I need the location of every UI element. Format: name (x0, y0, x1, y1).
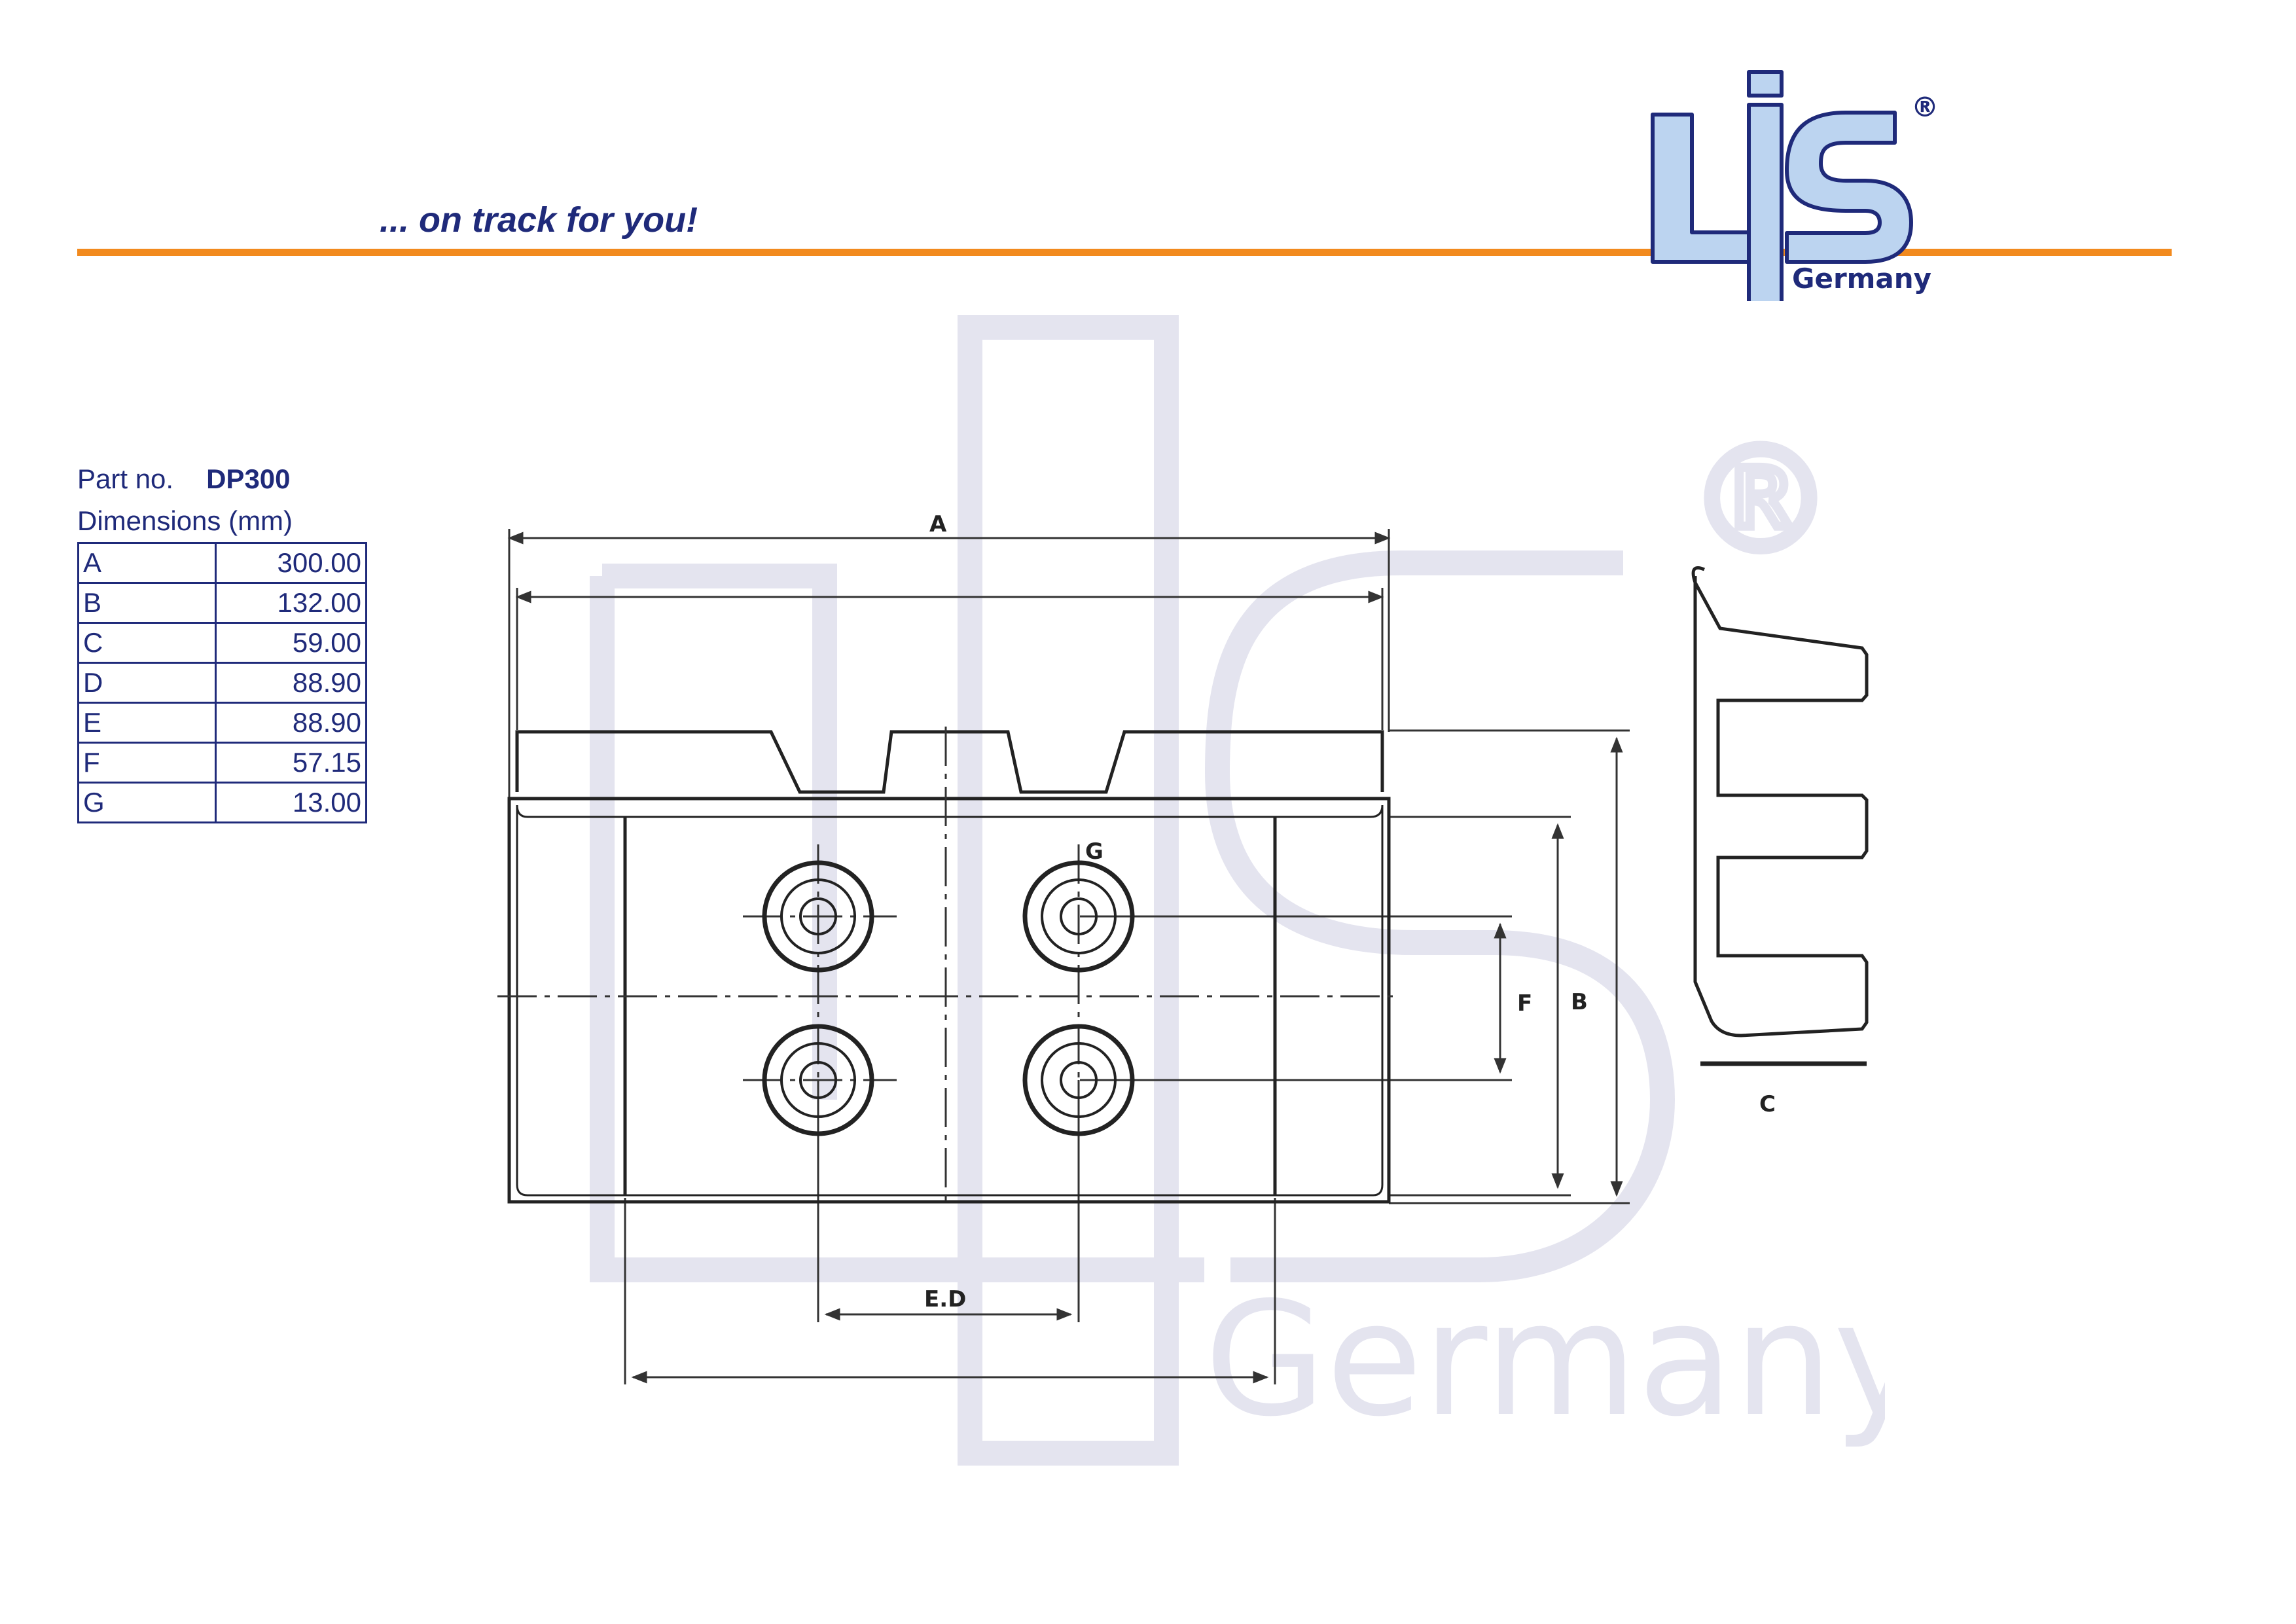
tagline: ... on track for you! (380, 200, 698, 240)
bolt-hole (1022, 1024, 1135, 1136)
dimension-key: B (77, 582, 217, 624)
dimension-key: E (77, 702, 217, 744)
dimension-value: 132.00 (215, 582, 367, 624)
dimension-labels: A B C F G E.D (924, 511, 1776, 1312)
bolt-holes (762, 860, 1135, 1136)
dimensions-title: Dimensions (mm) (77, 505, 293, 536)
bolt-hole (762, 860, 874, 973)
dimension-key: G (77, 782, 217, 823)
part-number-line: Part no. DP300 (77, 458, 367, 500)
dimension-key: C (77, 622, 217, 664)
lis-logo: ® Germany (1651, 70, 1937, 301)
label-ed: E.D (924, 1286, 966, 1312)
header-rule (77, 249, 2172, 256)
dimension-value: 88.90 (215, 702, 367, 744)
dimension-value: 13.00 (215, 782, 367, 823)
side-profile (1691, 566, 1869, 1066)
bolt-hole (762, 1024, 874, 1136)
part-label: Part no. (77, 463, 174, 494)
dimension-key: A (77, 542, 217, 584)
dimension-value: 88.90 (215, 662, 367, 704)
watermark-registered-mark: ® (1689, 416, 1833, 584)
watermark-logo: ® Germany (590, 315, 1885, 1466)
label-c: C (1759, 1091, 1776, 1117)
bolt-hole (1022, 860, 1135, 973)
logo-text: Germany (1792, 262, 1931, 295)
label-b: B (1571, 989, 1588, 1015)
center-lines (497, 727, 1401, 1204)
dimension-key: D (77, 662, 217, 704)
label-f: F (1517, 990, 1532, 1017)
track-pad-outline (507, 730, 1391, 1204)
dimension-value: 59.00 (215, 622, 367, 664)
dimension-value: 57.15 (215, 742, 367, 784)
label-a: A (929, 511, 947, 537)
label-g: G (1085, 839, 1103, 865)
watermark-text: Germany (1204, 1268, 1885, 1451)
dimension-value: 300.00 (215, 542, 367, 584)
dimension-key: F (77, 742, 217, 784)
logo-registered-mark: ® (1911, 91, 1937, 123)
dimension-lines (507, 529, 1630, 1384)
part-number: DP300 (206, 463, 291, 494)
